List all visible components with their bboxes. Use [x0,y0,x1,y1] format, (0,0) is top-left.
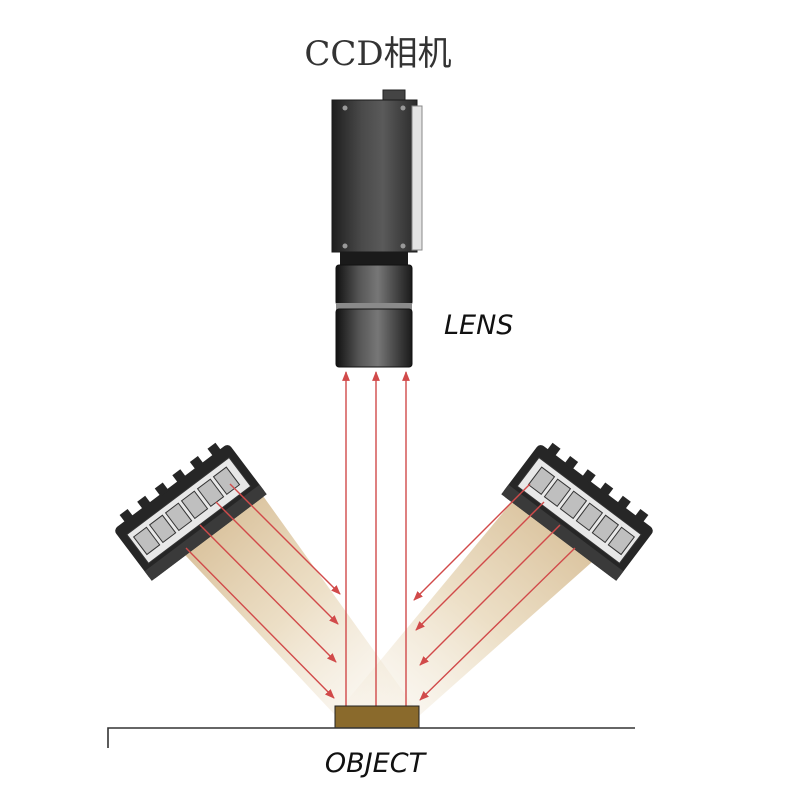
lens-label: LENS [444,310,513,341]
incident-ray-right [419,547,576,701]
incident-ray-right [413,483,531,601]
stage-surface [107,727,635,748]
light-rays [185,371,576,706]
incident-ray-left [185,547,335,699]
incident-ray-left [199,524,337,663]
right-light-source [501,442,653,581]
object [334,705,420,729]
incident-ray-left [215,501,339,625]
object-label: OBJECT [325,748,428,779]
incident-ray-right [415,501,545,631]
camera-label: CCD相机 [304,34,451,74]
ccd-camera [331,89,423,253]
incident-ray-left [229,483,341,595]
camera-lens [335,252,413,368]
left-light-beam [157,468,420,715]
incident-ray-right [419,524,561,666]
